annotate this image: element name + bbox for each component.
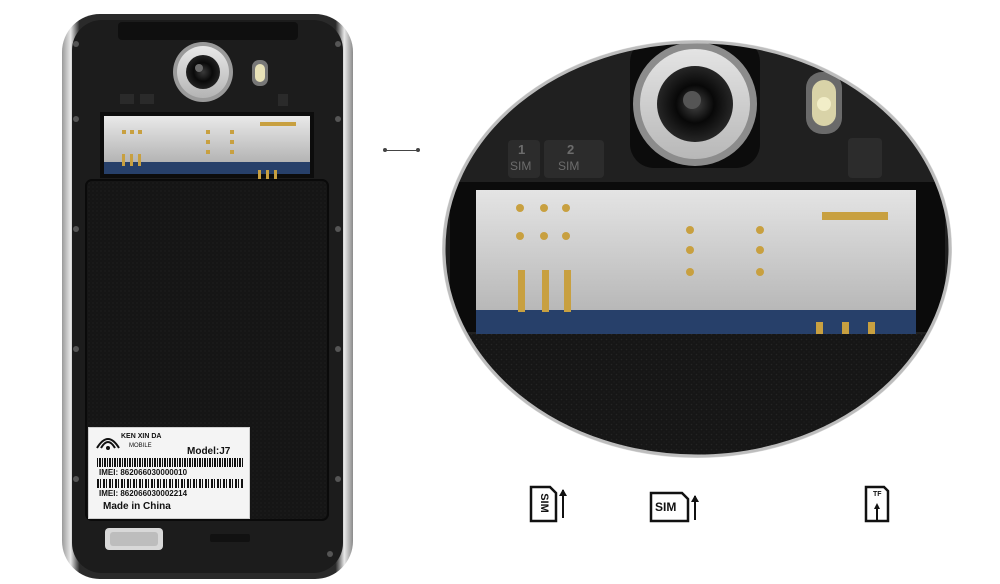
slot-1-label: SIM [510, 159, 532, 173]
imei-sticker: KEN XIN DA MOBILE Model:J7 IMEI: 8620660… [88, 427, 250, 519]
origin-label: Made in China [103, 501, 171, 512]
micro-sim-outline-icon [529, 485, 567, 523]
zoom-view: 1 SIM 2 SIM [440, 38, 955, 460]
nano-sim-icon: SIM [648, 490, 700, 524]
slot-1-number: 1 [518, 142, 526, 157]
imei-2: IMEI: 862066030002214 [99, 489, 188, 498]
tf-card-outline-icon [864, 485, 890, 523]
nano-sim-outline-icon [649, 491, 699, 523]
connector-line [385, 150, 418, 151]
tf-card-text: TF [873, 491, 882, 498]
imei-1: IMEI: 862066030000010 [99, 468, 188, 477]
tf-card-icon: TF [862, 484, 894, 524]
brand-name: KEN XIN DA [121, 433, 162, 440]
barcode-1 [97, 458, 243, 467]
nano-sim-text: SIM [655, 500, 677, 514]
connector-dot-left [383, 148, 387, 152]
brand-logo-icon [96, 438, 120, 450]
micro-sim-icon: SIM [528, 484, 568, 524]
barcode-2 [97, 479, 243, 488]
model-label: Model:J7 [187, 446, 231, 457]
connector-dot-right [416, 148, 420, 152]
zoom-graphic [442, 40, 952, 458]
micro-sim-text: SIM [538, 493, 550, 513]
slot-2-number: 2 [567, 142, 575, 157]
slot-2-label: SIM [558, 159, 580, 173]
brand-subtitle: MOBILE [129, 443, 152, 449]
